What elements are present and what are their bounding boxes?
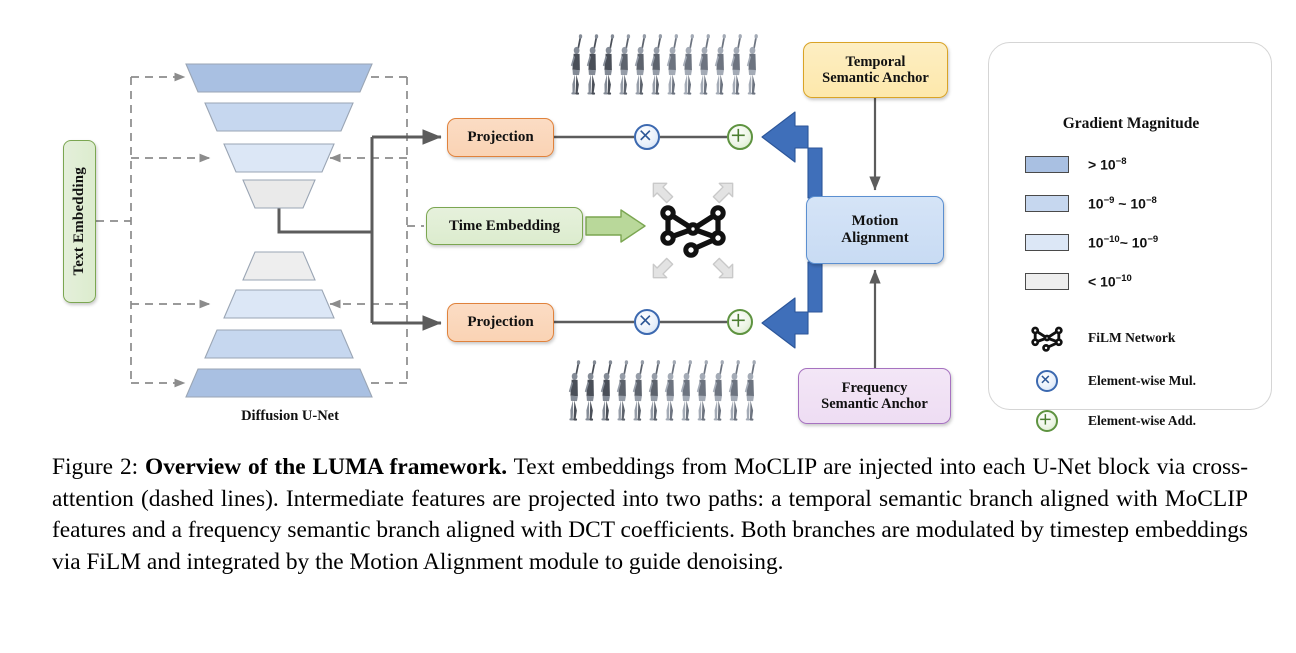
motion-frame	[712, 360, 724, 421]
motion-frame	[680, 360, 692, 421]
legend-gradient-label-2: 10−9 ~ 10−8	[1088, 194, 1157, 212]
element-wise-mul-icon	[1025, 370, 1069, 392]
motion-frame	[602, 34, 615, 95]
legend-swatch-4	[1025, 272, 1069, 290]
motion-frame	[584, 360, 597, 421]
legend-gradient-row-3: 10−10~ 10−9	[1025, 229, 1158, 255]
time-embedding-label: Time Embedding	[449, 217, 560, 234]
element-wise-add-icon-top	[727, 124, 753, 150]
decoder-block-1	[242, 251, 316, 281]
motion-alignment-box[interactable]: Motion Alignment	[806, 196, 944, 264]
legend-icon-row-2: Element-wise Mul.	[1025, 366, 1196, 396]
film-network-icon	[657, 200, 729, 258]
motion-frame	[568, 360, 581, 421]
legend-swatch-2	[1025, 194, 1069, 212]
film-network-icon	[1025, 324, 1069, 352]
motion-frame	[666, 34, 679, 95]
motion-frame	[600, 360, 613, 421]
motion-frame	[698, 34, 710, 95]
motion-frame	[648, 360, 661, 421]
legend-gradient-row-4: < 10−10	[1025, 268, 1132, 294]
legend-icon-row-1: FiLM Network	[1025, 323, 1175, 353]
legend-gradient-label-4: < 10−10	[1088, 272, 1132, 290]
element-wise-add-icon-bottom	[727, 309, 753, 335]
legend-gradient-row-2: 10−9 ~ 10−8	[1025, 190, 1157, 216]
frequency-semantic-anchor-box[interactable]: Frequency Semantic Anchor	[798, 368, 951, 424]
legend-swatch-1	[1025, 155, 1069, 173]
motion-frame	[730, 34, 742, 95]
text-embedding-label: Text Embedding	[71, 167, 88, 276]
figure-title: Overview of the LUMA framework.	[145, 454, 508, 480]
motion-frame	[586, 34, 599, 95]
motion-frame	[714, 34, 726, 95]
decoder-block-2	[223, 289, 335, 319]
figure-label: Figure 2:	[52, 454, 139, 480]
diffusion-unet-label: Diffusion U-Net	[241, 408, 339, 424]
motion-frame	[682, 34, 694, 95]
element-wise-mul-icon-top	[634, 124, 660, 150]
legend-title: Gradient Magnitude	[1062, 115, 1200, 132]
legend-icon-label-2: Element-wise Mul.	[1088, 373, 1196, 388]
legend-gradient-row-1: > 10−8	[1025, 151, 1126, 177]
projection-bottom-label: Projection	[467, 314, 534, 331]
decoder-block-4	[185, 368, 373, 398]
legend-swatch-3	[1025, 233, 1069, 251]
temporal-semantic-anchor-box[interactable]: Temporal Semantic Anchor	[803, 42, 948, 98]
temporal-anchor-label: Temporal Semantic Anchor	[822, 53, 929, 86]
motion-frame	[728, 360, 740, 421]
text-embedding-box[interactable]: Text Embedding	[63, 140, 96, 303]
motion-sequence-frequency	[566, 352, 759, 428]
legend-panel: Gradient Magnitude > 10−8 10−9 ~ 10−8 10−1…	[988, 42, 1272, 432]
motion-frame	[632, 360, 645, 421]
legend-gradient-label-3: 10−10~ 10−9	[1088, 233, 1159, 251]
projection-bottom-box[interactable]: Projection	[447, 303, 554, 342]
element-wise-mul-icon-bottom	[634, 309, 660, 335]
motion-frame	[744, 360, 756, 421]
encoder-block-4	[242, 179, 316, 209]
motion-sequence-temporal	[568, 26, 761, 102]
projection-top-box[interactable]: Projection	[447, 118, 554, 157]
legend-gradient-label-1: > 10−8	[1088, 155, 1127, 173]
motion-frame	[664, 360, 677, 421]
motion-frame	[746, 34, 758, 95]
motion-frame	[618, 34, 631, 95]
encoder-block-3	[223, 143, 335, 173]
time-embedding-box[interactable]: Time Embedding	[426, 207, 583, 245]
projection-top-label: Projection	[467, 129, 534, 146]
encoder-block-1	[185, 63, 373, 93]
frequency-anchor-label: Frequency Semantic Anchor	[821, 379, 928, 412]
motion-frame	[650, 34, 663, 95]
figure-body: Text embeddings from MoCLIP are injected…	[52, 454, 1249, 576]
decoder-block-3	[204, 329, 354, 359]
element-wise-add-icon	[1025, 410, 1069, 432]
motion-frame	[696, 360, 708, 421]
motion-frame	[570, 34, 583, 95]
legend-icon-row-3: Element-wise Add.	[1025, 406, 1196, 436]
legend-icon-label-3: Element-wise Add.	[1088, 413, 1196, 428]
architecture-diagram: Text Embedding Projection Projection Tim…	[63, 26, 1272, 432]
motion-frame	[616, 360, 629, 421]
figure-caption: Figure 2: Overview of the LUMA framework…	[52, 452, 1248, 579]
encoder-block-2	[204, 102, 354, 132]
legend-icon-label-1: FiLM Network	[1088, 330, 1176, 345]
motion-frame	[634, 34, 647, 95]
motion-alignment-label: Motion Alignment	[841, 213, 909, 246]
